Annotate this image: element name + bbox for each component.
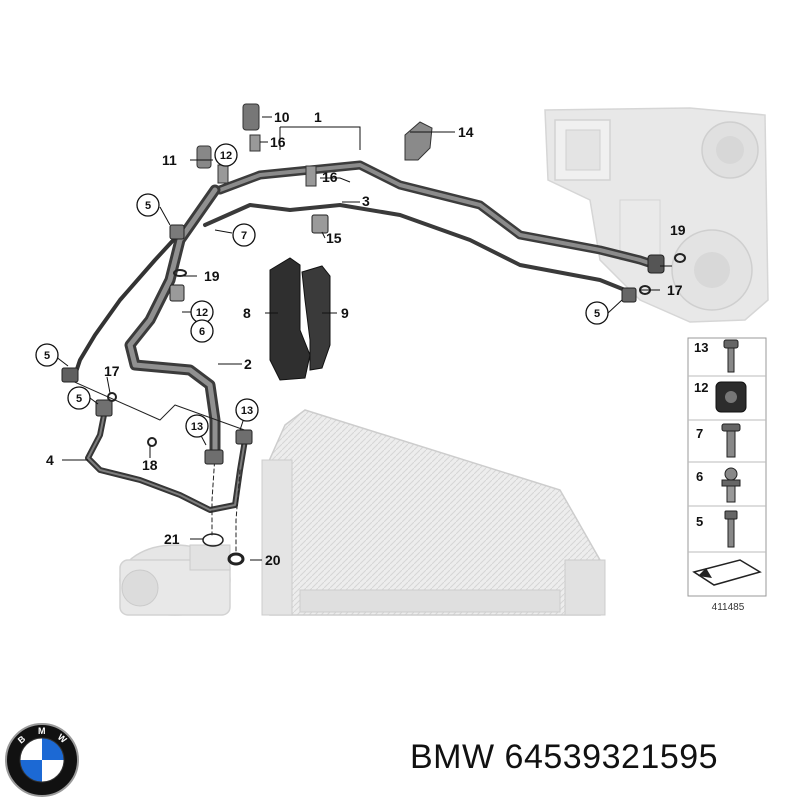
callout-3: 3 [362,193,370,209]
callout-20: 20 [265,552,281,568]
callout-5-a: 5 [145,200,151,212]
condenser-ghost [261,409,606,616]
callout-7: 7 [241,230,247,242]
callout-18: 18 [142,457,158,473]
legend-item-12: 12 [694,380,708,395]
legend-item-5: 5 [696,514,703,529]
legend-item-7: 7 [696,426,703,441]
hvac-unit-ghost [544,107,769,323]
callout-11: 11 [162,152,177,168]
legend-item-13: 13 [694,340,708,355]
line-left [73,233,180,377]
bmw-logo: B M W [5,723,79,797]
line-3 [203,203,632,294]
callout-10: 10 [274,109,290,125]
logo-letter-b: B [16,733,28,745]
callout-12-a: 12 [220,150,232,162]
leader-lines [54,116,672,561]
fastener-legend: 13 12 7 6 5 [687,337,767,597]
compressor-ghost [119,544,231,616]
brand-name: BMW [410,738,495,776]
clip-nut-icon [715,381,747,413]
callout-21: 21 [164,531,180,547]
callout-4: 4 [46,452,54,468]
bracket-9 [301,265,331,371]
part-number: 64539321595 [504,738,719,776]
bolt-icon [723,339,739,373]
callout-13-b: 13 [191,421,203,433]
hex-bolt-icon [724,510,738,548]
callout-19-a: 19 [670,222,686,238]
callout-17-a: 17 [667,282,683,298]
ball-stud-icon [721,467,741,503]
callout-5-b: 5 [44,350,50,362]
callout-15: 15 [326,230,342,246]
direction-arrow-icon [692,559,762,586]
brand-part-number: BMW 64539321595 [410,738,718,777]
diagram-number: 411485 [712,602,745,613]
callout-8: 8 [243,305,251,321]
callout-12-b: 12 [196,307,208,319]
callout-16-b: 16 [322,169,338,185]
callout-2: 2 [244,356,252,372]
callout-17-b: 17 [104,363,120,379]
callout-14: 14 [458,124,474,140]
callout-5-c: 5 [76,393,82,405]
brackets-8-9 [269,257,331,381]
callout-19-b: 19 [204,268,220,284]
ac-lines [69,160,660,556]
flange-bolt-icon [721,423,741,458]
circled-callouts: 12 5 7 12 6 5 5 13 13 5 [35,143,609,438]
callout-9: 9 [341,305,349,321]
callout-6: 6 [199,326,205,338]
callout-1: 1 [314,109,322,125]
callout-13-a: 13 [241,405,253,417]
callout-16-a: 16 [270,134,286,150]
callout-5-d: 5 [594,308,600,320]
legend-item-6: 6 [696,469,703,484]
logo-letter-m: M [38,726,46,736]
